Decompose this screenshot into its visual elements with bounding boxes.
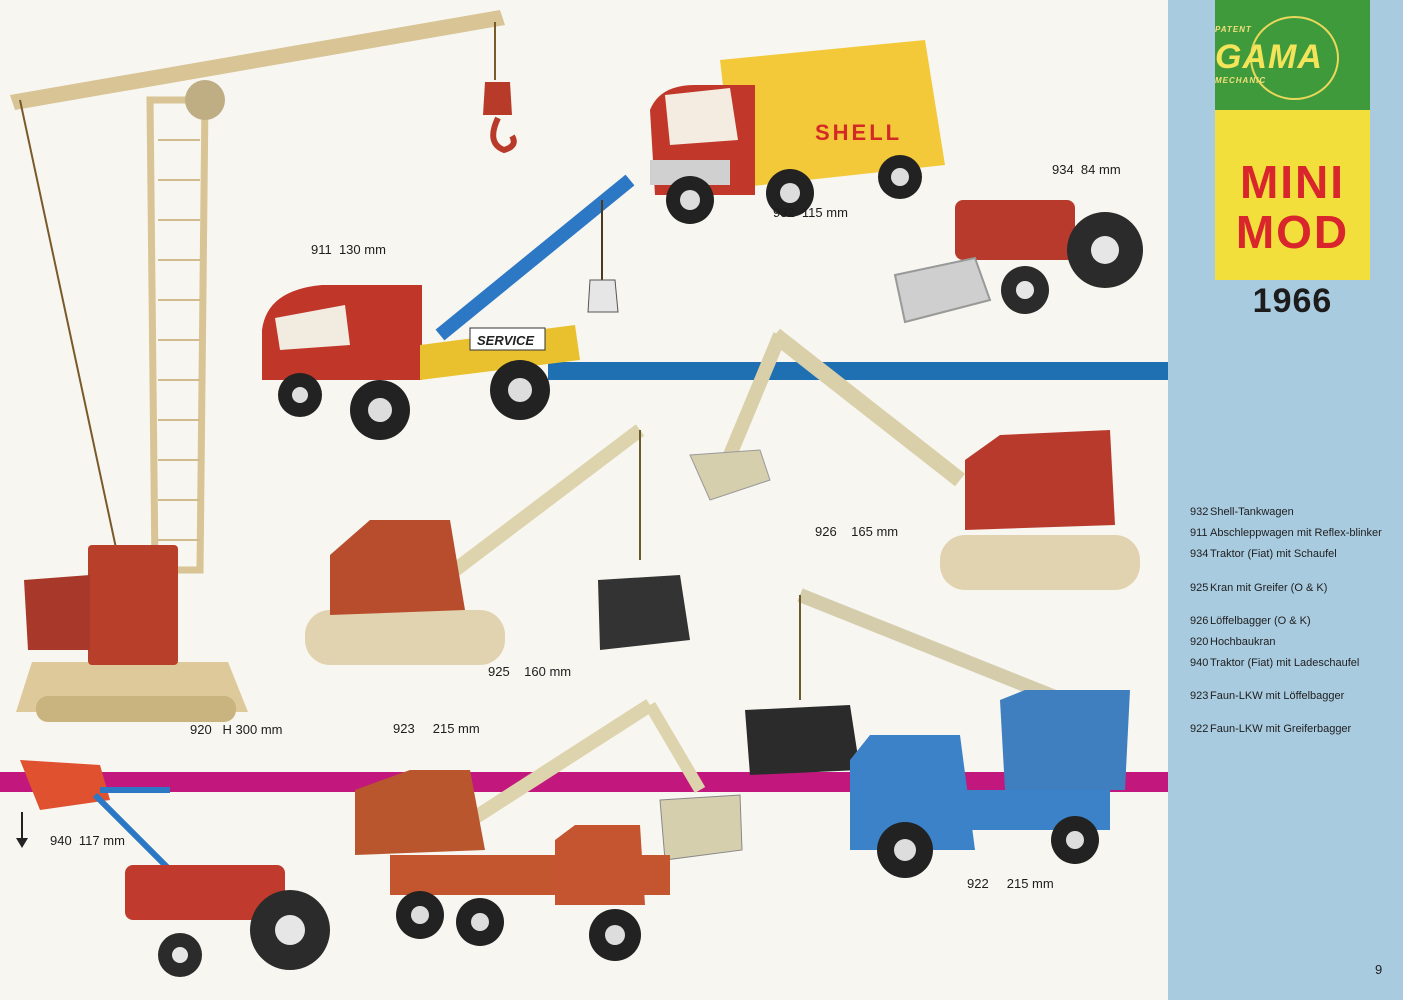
index-text: Löffelbagger (O & K) (1210, 615, 1311, 627)
catalog-year: 1966 (1252, 282, 1333, 320)
model-911-tow-truck: SERVICE (262, 174, 635, 440)
magenta-stripe (0, 772, 1168, 792)
label-model-922: 922 215 mm (967, 876, 1054, 891)
model-940-tractor-loader (16, 760, 330, 977)
index-number: 940 (1190, 657, 1209, 669)
svg-text:SHELL: SHELL (815, 120, 902, 145)
logo-mechanic-text: MECHANIC (1215, 76, 1267, 85)
model-932-shell-tanker: SHELL (650, 40, 945, 224)
page-number: 9 (1375, 962, 1383, 977)
index-number: 923 (1190, 690, 1209, 702)
index-number: 926 (1190, 615, 1209, 627)
index-number: 920 (1190, 636, 1209, 648)
series-title-line1: MINI (1239, 156, 1346, 208)
model-922-faun-grab (745, 588, 1130, 878)
index-text: Shell-Tankwagen (1210, 506, 1294, 518)
label-model-920: 920 H 300 mm (190, 722, 283, 737)
product-illustration-area: SHELL SERVICE (0, 10, 1168, 977)
index-number: 925 (1190, 582, 1209, 594)
label-model-925: 925 160 mm (488, 664, 572, 679)
index-text: Faun-LKW mit Greiferbagger (1210, 723, 1352, 735)
index-number: 911 (1190, 527, 1208, 539)
toy-illustrations: SHELL SERVICE (0, 10, 1168, 977)
index-text: Abschleppwagen mit Reflex-blinker (1210, 527, 1382, 539)
index-text: Kran mit Greifer (O & K) (1210, 582, 1328, 594)
blue-stripe (548, 362, 1168, 380)
index-number: 922 (1190, 723, 1209, 735)
label-model-932: 932 115 mm (773, 205, 848, 220)
index-text: Faun-LKW mit Löffelbagger (1210, 690, 1345, 702)
model-934-tractor-blade (893, 200, 1143, 324)
label-model-926: 926 165 mm (815, 524, 899, 539)
index-number: 932 (1190, 506, 1209, 518)
logo-brand-name: GAMA (1215, 38, 1323, 76)
index-number: 934 (1190, 548, 1209, 560)
model-926-shovel-excavator (689, 328, 1140, 590)
gama-logo: PATENT GAMA MECHANIC (1215, 0, 1370, 110)
logo-ring (1250, 16, 1339, 100)
index-text: Hochbaukran (1210, 636, 1276, 648)
model-923-faun-shovel (355, 699, 743, 961)
series-title-line2: MOD (1235, 206, 1350, 258)
svg-text:SERVICE: SERVICE (477, 333, 534, 348)
logo-patent-text: PATENT (1215, 25, 1252, 34)
index-text: Traktor (Fiat) mit Ladeschaufel (1210, 657, 1360, 669)
label-model-911: 911 130 mm (311, 242, 386, 257)
index-text: Traktor (Fiat) mit Schaufel (1210, 548, 1337, 560)
model-925-crane-grab (305, 424, 690, 665)
label-model-923: 923 215 mm (393, 721, 480, 736)
series-title-box: MINI MOD (1215, 110, 1370, 280)
model-920-tower-crane (10, 10, 517, 722)
label-model-934: 934 84 mm (1052, 162, 1121, 177)
label-model-940: 940 117 mm (50, 833, 125, 848)
